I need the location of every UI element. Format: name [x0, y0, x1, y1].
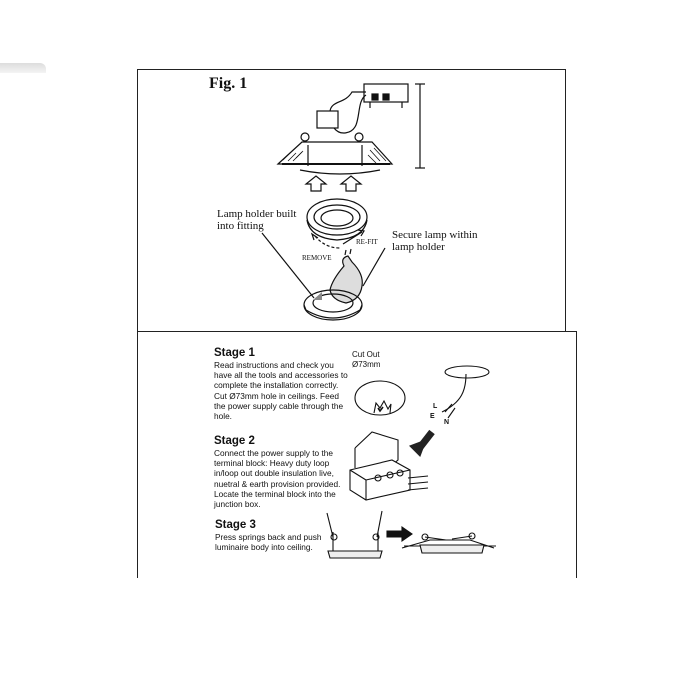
downlight-fitting-drawing [261, 83, 425, 321]
section-divider [137, 331, 577, 332]
secure-lamp-label: Secure lamp within lamp holder [392, 229, 478, 253]
stage-2-heading: Stage 2 [214, 435, 255, 447]
wire-letter-e: E [430, 413, 435, 420]
refit-label: RE-FIT [356, 238, 378, 246]
terminal-block-drawing [349, 429, 435, 501]
stage-3-heading: Stage 3 [215, 519, 256, 531]
stage-1-text: Read instructions and check you have all… [214, 360, 348, 422]
lamp-holder-label: Lamp holder built into fitting [217, 208, 297, 232]
stages-frame-left [137, 331, 138, 578]
cutout-label: Cut Out Ø73mm [352, 350, 381, 369]
remove-label: REMOVE [302, 254, 332, 262]
stages-frame-right [576, 331, 577, 578]
wire-letter-l: L [433, 403, 438, 410]
figure-frame [137, 69, 566, 331]
cutout-drawing [354, 365, 490, 419]
stage-3-text: Press springs back and push luminaire bo… [215, 532, 322, 553]
stage-2-text: Connect the power supply to the terminal… [214, 448, 341, 510]
figure-title: Fig. 1 [209, 75, 248, 92]
spring-clip-drawing [326, 510, 496, 559]
wire-letter-n: N [444, 419, 450, 426]
corner-smudge [0, 63, 46, 73]
stage-1-heading: Stage 1 [214, 347, 255, 359]
